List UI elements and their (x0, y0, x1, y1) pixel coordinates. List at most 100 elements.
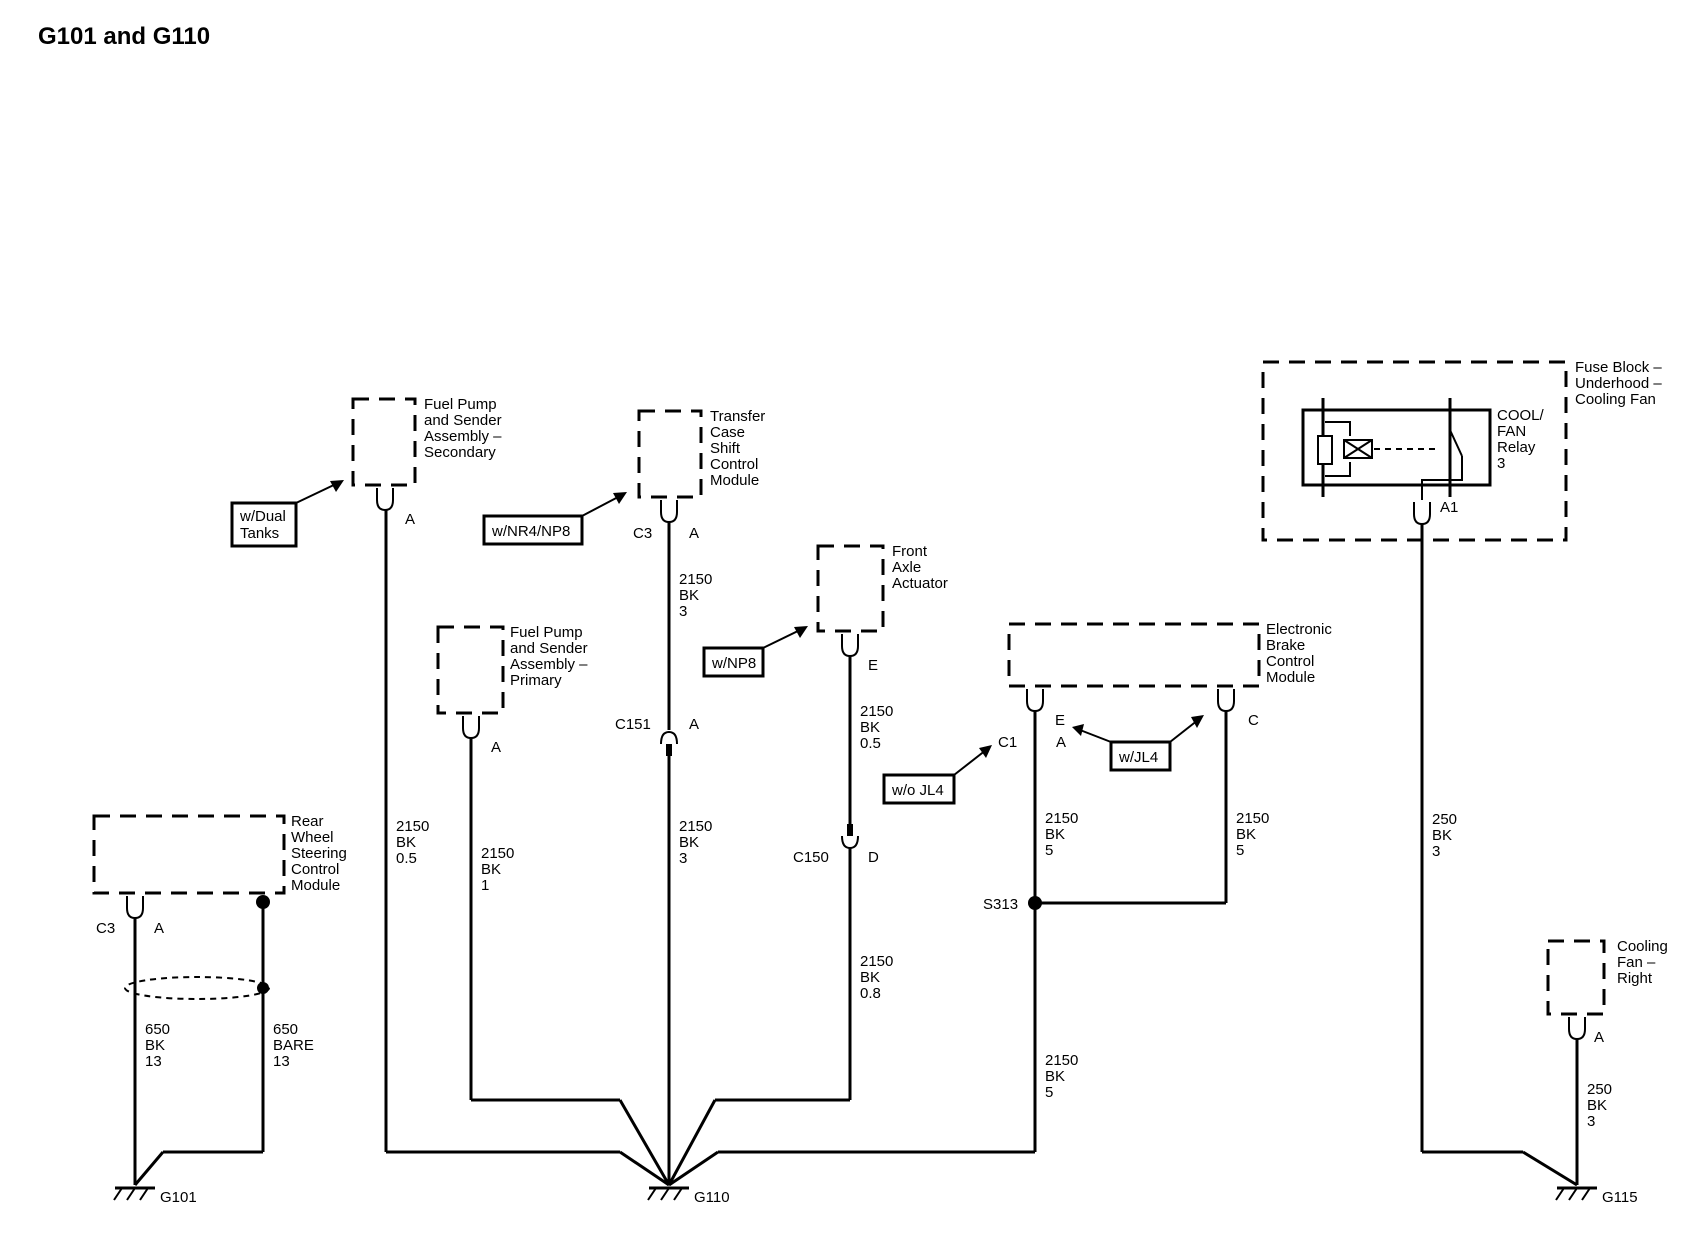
rear-wheel-bk-wire-label: 650 BK 13 (145, 1021, 174, 1070)
shield-dot (257, 982, 269, 994)
rear-wheel-label: Rear Wheel Steering Control Module (291, 813, 351, 894)
transfer-case-connector (660, 500, 678, 524)
option-nr4-np8-label: w/NR4/NP8 (491, 523, 570, 540)
fuel-pump-secondary-box (351, 397, 417, 487)
option-dual-tanks: w/Dual Tanks (230, 480, 344, 548)
option-w-jl4-arrowhead-right (1191, 715, 1204, 728)
ground-g115-label: G115 (1602, 1189, 1638, 1206)
relay-connector (1413, 502, 1431, 526)
c150-pin-shape (847, 824, 853, 836)
ground-g115-hatch-3 (1581, 1187, 1591, 1201)
relay-coil-lead-bottom (1325, 462, 1351, 477)
relay-coil-x2 (1343, 439, 1373, 459)
ebcm-connector-c1: C1 (998, 734, 1017, 751)
relay-switch-lead (1421, 456, 1463, 500)
ground-g110: G110 (647, 1186, 730, 1206)
option-dual-tanks-arrow (295, 482, 339, 504)
option-dual-tanks-label: w/Dual Tanks (239, 508, 290, 542)
bus-primary-diag (618, 1099, 671, 1186)
front-axle-label: Front Axle Actuator (892, 543, 948, 592)
ground-g110-hatch-2 (660, 1187, 670, 1201)
fuel-pump-primary-connector (462, 716, 480, 740)
option-wo-jl4-box (882, 773, 956, 805)
ebcm-wire-lower-label: 2150 BK 5 (1045, 1052, 1083, 1101)
option-nr4-np8-box (482, 514, 584, 546)
fuel-pump-primary-wire-label: 2150 BK 1 (481, 845, 519, 894)
ebcm-pin-c: C (1248, 712, 1259, 729)
fuel-pump-secondary-wire-label: 2150 BK 0.5 (396, 818, 434, 867)
rear-wheel-connector-id: C3 (96, 920, 115, 937)
ground-g101-hatch-1 (113, 1187, 123, 1201)
option-nr4-np8: w/NR4/NP8 (482, 492, 627, 546)
fuel-pump-primary-label: Fuel Pump and Sender Assembly – Primary (510, 624, 592, 689)
option-np8-arrowhead (794, 626, 808, 638)
relay-pin-a1: A1 (1440, 499, 1458, 516)
ground-g115: G115 (1555, 1186, 1638, 1206)
ground-g110-hatch-3 (673, 1187, 683, 1201)
rear-wheel-box (92, 814, 286, 895)
transfer-case-module: Transfer Case Shift Control Module C3 A … (615, 408, 765, 1185)
option-w-jl4-box (1109, 740, 1172, 772)
ebcm-label: Electronic Brake Control Module (1266, 621, 1336, 686)
option-wo-jl4-arrow (953, 749, 987, 776)
option-w-jl4-arrow-right (1169, 719, 1199, 743)
cooling-fan-right: Cooling Fan – Right A 250 BK 3 (1546, 938, 1668, 1185)
cool-fan-relay-label: COOL/ FAN Relay 3 (1497, 407, 1548, 472)
front-axle-pin: E (868, 657, 878, 674)
rear-wheel-connector (126, 896, 144, 920)
c151-label: C151 (615, 716, 651, 733)
option-w-jl4-arrowhead-left (1072, 724, 1084, 736)
ebcm: Electronic Brake Control Module E A C1 C… (983, 621, 1336, 1152)
relay-coil-lead-top (1325, 421, 1351, 436)
bus-left-diag (619, 1150, 670, 1187)
c150-pin: D (868, 849, 879, 866)
option-np8-box (702, 646, 765, 678)
option-np8: w/NP8 (702, 626, 808, 678)
ebcm-connector-left (1026, 689, 1044, 713)
ground-g101-hatch-3 (139, 1187, 149, 1201)
front-axle-box (816, 544, 885, 633)
c151-connector (660, 730, 678, 745)
cooling-fan-right-box (1546, 939, 1606, 1016)
ebcm-connector-right (1217, 689, 1235, 713)
cooling-fan-connector (1568, 1017, 1586, 1041)
fuel-pump-secondary-connector (376, 488, 394, 512)
fuse-block-label: Fuse Block – Underhood – Cooling Fan (1575, 359, 1666, 408)
fuse-block-underhood: Fuse Block – Underhood – Cooling Fan COO… (1261, 359, 1666, 1187)
bus-axle-diag (667, 1099, 717, 1186)
option-w-jl4: w/JL4 (1072, 715, 1204, 772)
option-np8-arrow (762, 629, 801, 649)
fuel-pump-primary-pin: A (491, 739, 501, 756)
ebcm-pin-a: A (1056, 734, 1066, 751)
relay-ground-wire-diag (1522, 1150, 1578, 1187)
relay-diode-icon (1317, 435, 1333, 465)
transfer-case-connector-id: C3 (633, 525, 652, 542)
option-np8-label: w/NP8 (711, 655, 756, 672)
ebcm-pin-e: E (1055, 712, 1065, 729)
cooling-fan-wire-label: 250 BK 3 (1587, 1081, 1616, 1130)
ebcm-wire-left-label: 2150 BK 5 (1045, 810, 1083, 859)
ground-g110-label: G110 (694, 1189, 730, 1206)
ground-g101-hatch-2 (126, 1187, 136, 1201)
option-nr4-np8-arrowhead (613, 492, 627, 504)
option-w-jl4-arrow-left (1079, 729, 1112, 743)
fuel-pump-secondary-label: Fuel Pump and Sender Assembly – Secondar… (424, 396, 506, 461)
option-dual-tanks-arrowhead (330, 480, 344, 492)
ground-g115-hatch-2 (1568, 1187, 1578, 1201)
front-axle-connector (841, 634, 859, 658)
twisted-pair-shield (124, 976, 270, 1000)
c151-pin-shape (666, 744, 672, 756)
cooling-fan-pin: A (1594, 1029, 1604, 1046)
c151-pin: A (689, 716, 699, 733)
transfer-case-wire-upper-label: 2150 BK 3 (679, 571, 717, 620)
transfer-case-box (637, 409, 703, 499)
relay-switch-contact (1449, 429, 1463, 457)
fuse-block-box (1261, 360, 1568, 542)
transfer-case-wire-lower-label: 2150 BK 3 (679, 818, 717, 867)
ground-g101-label: G101 (160, 1189, 197, 1206)
transfer-case-pin: A (689, 525, 699, 542)
splice-s313 (1028, 896, 1042, 910)
rear-wheel-bare-wire-diag (133, 1151, 165, 1186)
option-wo-jl4: w/o JL4 (882, 745, 992, 805)
